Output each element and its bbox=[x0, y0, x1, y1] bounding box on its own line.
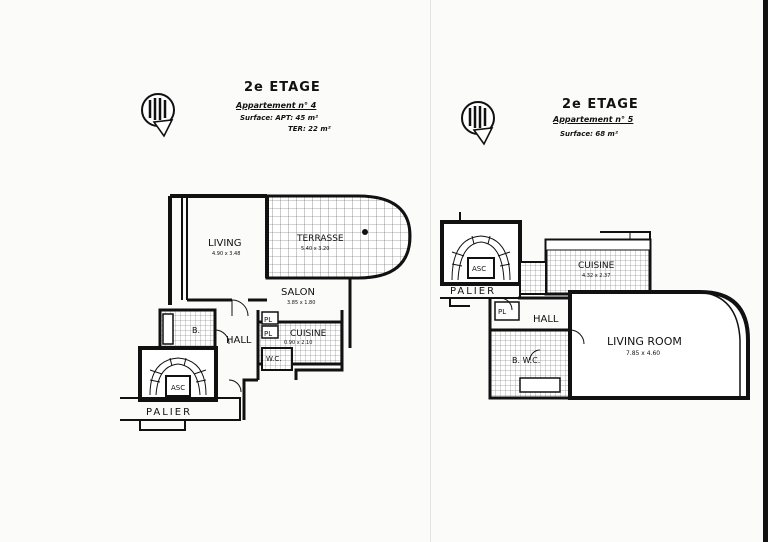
palier-left-label: PALIER bbox=[146, 407, 192, 418]
left-etage-title: 2e ETAGE bbox=[244, 80, 321, 95]
right-floor-plan bbox=[440, 212, 750, 400]
page-gutter bbox=[430, 0, 431, 542]
left-appartement-label: Appartement n° 4 bbox=[236, 101, 317, 110]
living-dim: 4.90 x 3.48 bbox=[212, 251, 240, 257]
terrasse-dim: 5.40 x 3.20 bbox=[301, 246, 329, 252]
cuisine-right-label: CUISINE bbox=[578, 261, 615, 271]
bwc-label: B. W.C. bbox=[512, 356, 540, 365]
left-floor-plan bbox=[120, 194, 412, 431]
asc-right-label: ASC bbox=[472, 265, 486, 273]
salon-dim: 3.85 x 1.80 bbox=[287, 300, 315, 306]
palier-right-label: PALIER bbox=[450, 286, 496, 297]
north-arrow-icon bbox=[461, 101, 495, 146]
living-label: LIVING bbox=[208, 238, 242, 249]
right-surface-label: Surface: 68 m² bbox=[560, 130, 618, 138]
living-room-dim: 7.85 x 4.60 bbox=[626, 350, 660, 357]
hall-left-label: HALL bbox=[226, 335, 252, 346]
placard-right-label: PL bbox=[498, 308, 506, 316]
wc-left-label: W.C. bbox=[266, 355, 281, 363]
terrasse-area bbox=[265, 194, 412, 280]
terrasse-label: TERRASSE bbox=[296, 234, 344, 244]
left-surface-label: Surface: APT: 45 m² bbox=[240, 114, 319, 122]
placard-label: PL bbox=[264, 316, 272, 324]
hall-right-label: HALL bbox=[533, 314, 559, 325]
scan-edge bbox=[763, 0, 768, 542]
cuisine-left-dim: 0.90 x 2.10 bbox=[284, 340, 312, 346]
north-arrow-icon bbox=[141, 93, 175, 138]
bathroom-b-label: B. bbox=[192, 326, 200, 335]
cuisine-left-label: CUISINE bbox=[290, 329, 327, 339]
asc-left-label: ASC bbox=[171, 384, 185, 392]
placard-label: PL bbox=[264, 330, 272, 338]
right-appartement-label: Appartement n° 5 bbox=[553, 115, 634, 124]
wc-left bbox=[261, 347, 293, 371]
left-ter-label: TER: 22 m² bbox=[288, 125, 331, 133]
cuisine-right-dim: 4.32 x 2.37 bbox=[582, 273, 610, 279]
right-etage-title: 2e ETAGE bbox=[562, 97, 639, 112]
salon-label: SALON bbox=[281, 287, 315, 298]
living-room-label: LIVING ROOM bbox=[607, 335, 682, 348]
